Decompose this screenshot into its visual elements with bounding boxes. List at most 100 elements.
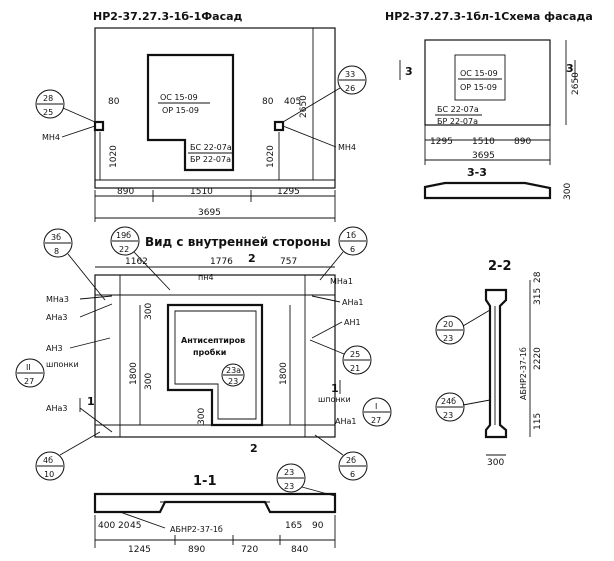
inner-section-bottom: 2 [250, 442, 258, 455]
section-22-dim-3: 2220 [533, 347, 543, 370]
scheme-section-profile [423, 181, 552, 200]
facade-mark-left: МН4 [42, 133, 60, 142]
scheme-section-left: 3 [405, 65, 413, 78]
svg-text:25: 25 [350, 350, 360, 359]
facade-panel-outline [94, 27, 336, 189]
section-22-title: 2-2 [488, 259, 512, 274]
svg-text:24б: 24б [441, 397, 456, 406]
inner-opening-inner [174, 310, 257, 420]
section-11-dim-small-5: 90 [312, 521, 324, 531]
scheme-dim-bottom-2: 1510 [472, 137, 495, 147]
facade-dim-bottom-3: 1295 [277, 187, 300, 197]
svg-text:23: 23 [284, 482, 294, 491]
section-11-dim-small-3: 45 [130, 521, 141, 531]
inner-bubble-2b: 2б 6 [314, 434, 368, 481]
svg-text:6: 6 [350, 245, 355, 254]
inner-bubble-25: 25 21 [309, 339, 372, 375]
inner-title: Вид с внутренней стороны [145, 235, 331, 249]
facade-title: НР2-37.27.3-1б-1Фасад [93, 10, 243, 23]
svg-text:21: 21 [350, 364, 360, 373]
inner-bubble-4b: 4б 10 [35, 431, 101, 481]
inner-mark-ana3-bottom: АНа3 [46, 404, 67, 413]
facade-plate-right [273, 120, 285, 132]
scheme-title: НР2-37.27.3-1бл-1Схема фасада [385, 10, 593, 23]
svg-text:26: 26 [345, 84, 355, 93]
svg-text:23: 23 [284, 468, 294, 477]
inner-leader-ana3-b [79, 407, 113, 433]
facade-door-label-top: БС 22-07а [190, 143, 232, 152]
svg-text:8: 8 [54, 247, 59, 256]
facade-dim-right-h: 1020 [266, 145, 276, 168]
inner-bubble-3b: 3б 8 [43, 228, 106, 301]
inner-mark-shponki-left: шпонки [46, 360, 79, 369]
section-22-vertical-label: АБНР2-37-1б [519, 347, 528, 400]
facade-door-label-bottom: БР 22-07а [190, 155, 231, 164]
inner-mark-an1: АН1 [344, 318, 361, 327]
svg-text:23: 23 [228, 377, 238, 386]
inner-bubble-19b: 19б 22 [110, 226, 171, 291]
facade-window-label-top: ОС 15-09 [160, 93, 198, 102]
inner-section-top: 2 [248, 252, 256, 265]
svg-text:4б: 4б [43, 456, 53, 465]
section-11-view: 1-1 АБНР2-37-1б 400 20 45 165 90 1245 89… [93, 463, 337, 555]
scheme-panel-outline [424, 39, 551, 126]
scheme-dim-total: 3695 [472, 151, 495, 161]
section-22-dim-4: 115 [533, 413, 543, 430]
facade-bubble-left: 28 25 [35, 89, 96, 123]
section-11-label: АБНР2-37-1б [170, 525, 223, 534]
scheme-section-dim: 300 [563, 183, 573, 200]
section-11-dim-bottom-4: 840 [291, 545, 308, 555]
inner-dim-top-3: 757 [280, 257, 297, 267]
inner-section-right: 1 [331, 382, 339, 395]
inner-dim-right-h: 1800 [279, 362, 289, 385]
svg-text:6: 6 [350, 470, 355, 479]
inner-panel-outline [94, 274, 336, 438]
svg-text:1б: 1б [346, 231, 356, 240]
facade-dim-height: 2650 [299, 95, 309, 118]
svg-text:33: 33 [345, 70, 355, 79]
svg-text:22: 22 [119, 245, 129, 254]
svg-text:28: 28 [43, 94, 53, 103]
facade-dim-right-top: 80 [262, 97, 274, 107]
inner-view: Вид с внутренней стороны 1162 1776 757 2… [15, 226, 392, 481]
scheme-section-title: 3-3 [467, 166, 487, 179]
section-22-profile [484, 288, 508, 439]
svg-text:20: 20 [443, 320, 453, 329]
facade-plate-left [93, 120, 105, 132]
inner-bubble-I: I 27 [362, 397, 392, 427]
inner-mark-ana1-bottom: АНа1 [335, 417, 356, 426]
facade-dim-right-top2: 405 [284, 97, 301, 107]
facade-dim-left-top: 80 [108, 97, 120, 107]
svg-text:3б: 3б [51, 233, 61, 242]
section-11-dim-small-1: 400 [98, 521, 115, 531]
scheme-dim-bottom-1: 1295 [430, 137, 453, 147]
facade-window-opening [146, 53, 235, 172]
section-22-dim-2: 315 [533, 288, 543, 305]
scheme-window [454, 54, 506, 101]
svg-text:10: 10 [44, 470, 54, 479]
inner-bubble-16b: 1б 6 [319, 226, 368, 281]
inner-dim-300-c: 300 [197, 408, 207, 425]
section-11-dim-small-4: 165 [285, 521, 302, 531]
inner-mark-ana3-top: АНа3 [46, 313, 67, 322]
inner-antiseptic-line1: Антисептиров [181, 336, 245, 345]
svg-text:25: 25 [43, 108, 53, 117]
facade-window-label-bottom: ОР 15-09 [162, 106, 199, 115]
inner-bubble-II: II 27 [15, 358, 45, 388]
scheme-view: НР2-37.27.3-1бл-1Схема фасада ОС 15-09 О… [385, 10, 593, 200]
svg-text:2б: 2б [346, 456, 356, 465]
facade-mark-right-leader [282, 125, 337, 148]
inner-antiseptic-line2: пробки [193, 347, 226, 357]
svg-text:II: II [26, 363, 31, 372]
scheme-door-label-top: БС 22-07а [437, 105, 479, 114]
facade-dim-bottom-1: 890 [117, 187, 134, 197]
section-11-profile [93, 492, 337, 514]
inner-bubble-23a: 23а 23 [221, 363, 245, 387]
facade-mark-left-leader [61, 125, 96, 138]
section-11-dim-bottom-2: 890 [188, 545, 205, 555]
facade-bubble-right: 33 26 [282, 65, 367, 123]
section-22-bubble-24b: 24б 23 [435, 392, 491, 422]
svg-text:I: I [375, 402, 377, 411]
inner-mark-mna3: МНа3 [46, 295, 69, 304]
